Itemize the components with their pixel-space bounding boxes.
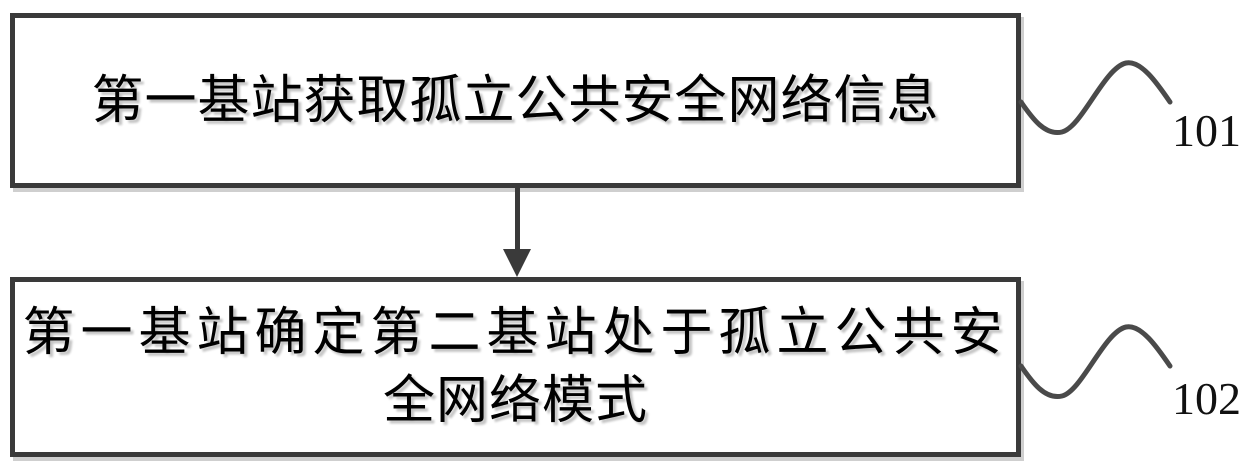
step-102-box: 第一基站确定第二基站处于孤立公共安 全网络模式: [10, 277, 1021, 457]
down-arrow-head-icon: [503, 249, 531, 277]
ref-label-101: 101: [1172, 105, 1241, 156]
ref-squiggle-102-icon: [1018, 324, 1173, 400]
step-101-text: 第一基站获取孤立公共安全网络信息: [91, 70, 940, 131]
step-101-box: 第一基站获取孤立公共安全网络信息: [10, 13, 1021, 188]
step-102-text-line-2: 全网络模式: [382, 371, 648, 431]
step-102-text-line-1: 第一基站确定第二基站处于孤立公共安: [22, 303, 1009, 363]
ref-label-102: 102: [1172, 373, 1241, 424]
down-arrow-stem: [515, 188, 520, 251]
ref-squiggle-101-icon: [1018, 60, 1173, 136]
